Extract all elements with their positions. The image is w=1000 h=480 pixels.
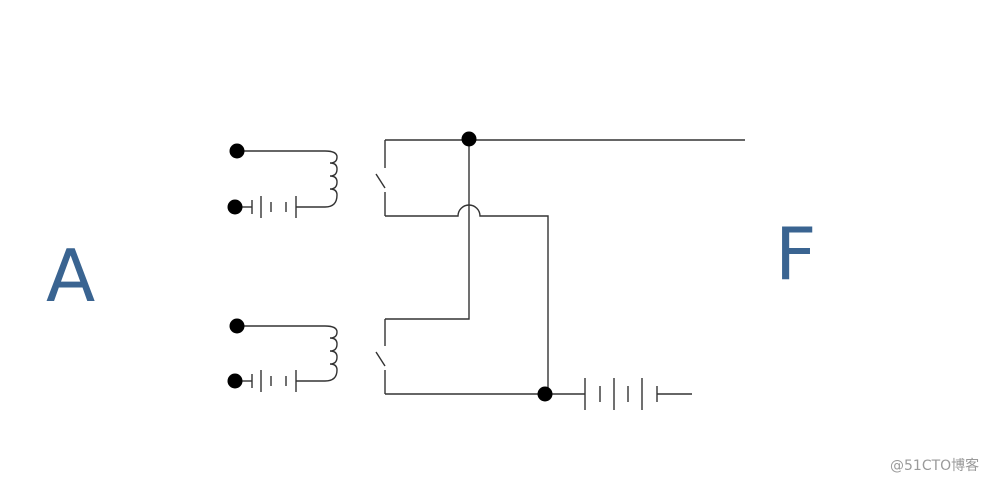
- upper-return-terminal-icon: [227, 199, 243, 215]
- upper-switch-bottom-wire-with-crossover-icon: [385, 204, 549, 394]
- lower-input-terminal-icon: [229, 318, 245, 334]
- top-junction-node-icon: [461, 131, 477, 147]
- upper-switch-icon: [375, 140, 386, 216]
- lower-switch-icon: [375, 319, 386, 394]
- main-battery-icon: [584, 378, 692, 410]
- bottom-junction-node-icon: [537, 386, 553, 402]
- input-side-label: A: [46, 234, 96, 318]
- lower-small-battery-icon: [236, 370, 297, 392]
- upper-small-battery-icon: [236, 196, 297, 218]
- watermark: @51CTO博客: [890, 458, 980, 474]
- lower-coil-icon: [324, 325, 338, 382]
- upper-coil-icon: [324, 150, 338, 208]
- lower-return-terminal-icon: [227, 373, 243, 389]
- output-side-label: F: [775, 212, 817, 296]
- upper-input-terminal-icon: [229, 143, 245, 159]
- lower-switch-top-wire: [385, 140, 470, 320]
